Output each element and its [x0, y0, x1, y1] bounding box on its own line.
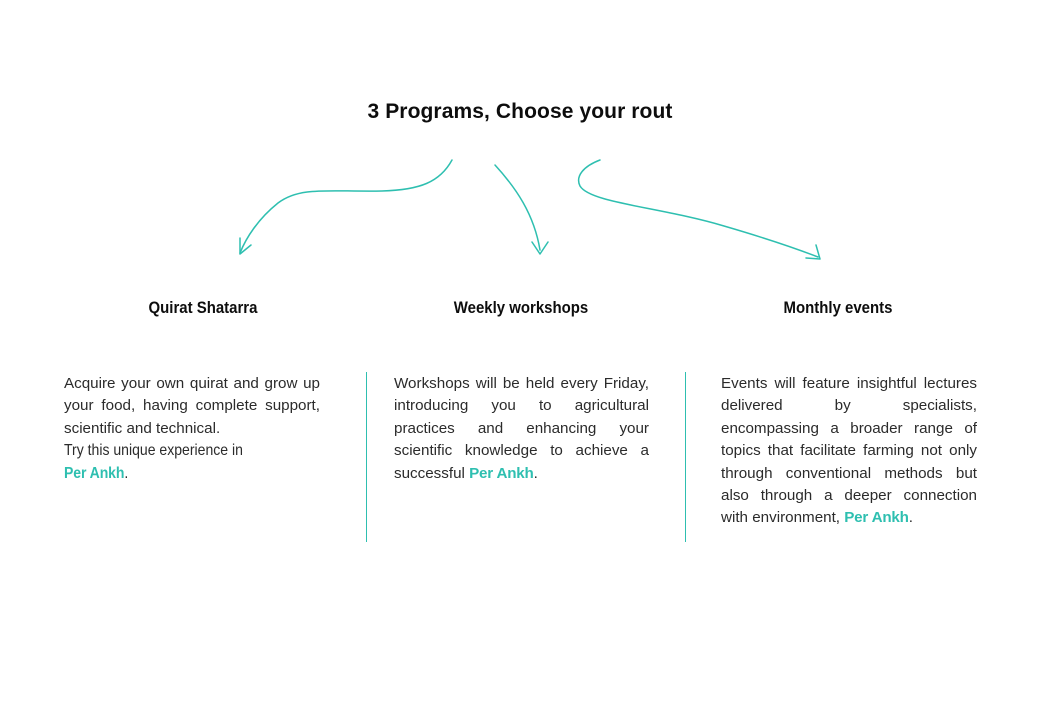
brand-line: Per Ankh.	[64, 463, 294, 485]
brand-name: Per Ankh	[64, 464, 125, 482]
column-extra-line: Try this unique experience in	[64, 442, 243, 460]
paragraph-text: Events will feature insightful lectures …	[721, 375, 977, 527]
brand-name: Per Ankh	[469, 464, 534, 482]
column-divider-1	[366, 372, 368, 542]
column-paragraph: Workshops will be held every Friday, int…	[394, 373, 649, 485]
brand-suffix: .	[533, 464, 538, 482]
column-paragraph: Acquire your own quirat and grow up your…	[64, 375, 320, 437]
arrow-to-monthly-events-icon	[578, 159, 821, 260]
column-header-weekly-workshops: Weekly workshops	[453, 298, 589, 317]
arrow-to-quirat-shatarra-icon	[239, 159, 453, 255]
column-header-quirat-shatarra: Quirat Shatarra	[148, 298, 258, 317]
brand-name: Per Ankh	[844, 509, 909, 527]
brand-suffix: .	[124, 464, 129, 482]
column-body-weekly-workshops: Workshops will be held every Friday, int…	[394, 373, 649, 485]
column-body-monthly-events: Events will feature insightful lectures …	[721, 373, 977, 530]
column-paragraph: Events will feature insightful lectures …	[721, 373, 977, 530]
brand-suffix: .	[908, 509, 913, 527]
arrow-to-weekly-workshops-icon	[494, 164, 549, 255]
column-header-monthly-events: Monthly events	[783, 298, 893, 317]
column-body-quirat-shatarra: Acquire your own quirat and grow up your…	[64, 373, 320, 485]
paragraph-text: Workshops will be held every Friday, int…	[394, 375, 649, 482]
page-title: 3 Programs, Choose your rout	[367, 100, 673, 123]
column-divider-2	[685, 372, 687, 542]
